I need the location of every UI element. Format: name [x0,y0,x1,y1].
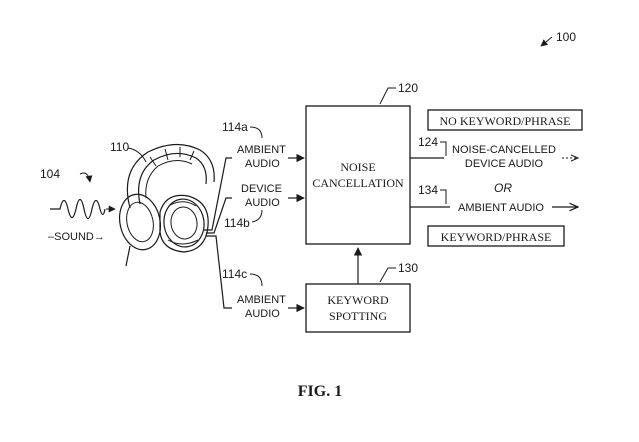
svg-text:114a: 114a [222,120,248,134]
or-label: OR [494,181,512,195]
svg-text:DEVICE: DEVICE [241,183,282,195]
svg-text:120: 120 [398,81,418,95]
svg-text:130: 130 [398,261,418,275]
no-keyword-phrase-label: NO KEYWORD/PHRASE [427,109,583,131]
figure-reference-100: 100 [540,30,576,47]
svg-text:114c: 114c [222,267,247,281]
svg-text:KEYWORD: KEYWORD [327,293,389,307]
svg-text:124: 124 [418,135,438,149]
svg-text:114b: 114b [224,216,250,230]
noise-cancellation-block: NOISE CANCELLATION 120 [305,81,418,245]
headphones-illustration: 110 [110,140,215,267]
keyword-spotting-block: KEYWORD SPOTTING 130 [305,247,418,333]
svg-text:AMBIENT: AMBIENT [237,294,286,306]
figure-caption: FIG. 1 [298,383,342,400]
svg-text:AUDIO: AUDIO [245,308,280,320]
headphones-connections [204,157,232,309]
input-device-audio-114b: DEVICE AUDIO 114b [224,183,305,230]
svg-text:CANCELLATION: CANCELLATION [312,176,404,190]
svg-text:NO KEYWORD/PHRASE: NO KEYWORD/PHRASE [439,114,570,128]
svg-text:NOISE: NOISE [340,160,375,174]
output-noise-cancelled-124: 124 NOISE-CANCELLED DEVICE AUDIO [410,135,578,170]
svg-text:134: 134 [418,183,438,197]
sound-wave: 104 –SOUND→ [40,167,116,243]
input-ambient-audio-114a: 114a AMBIENT AUDIO [222,120,305,170]
sound-label: –SOUND→ [48,231,105,243]
svg-text:100: 100 [556,30,576,44]
svg-text:KEYWORD/PHRASE: KEYWORD/PHRASE [441,230,552,244]
output-ambient-audio-134: 134 AMBIENT AUDIO [410,183,578,214]
svg-text:AUDIO: AUDIO [245,197,280,209]
svg-text:110: 110 [110,140,129,154]
input-ambient-audio-114c: 114c AMBIENT AUDIO [222,267,305,320]
keyword-phrase-label: KEYWORD/PHRASE [427,225,565,247]
svg-text:AMBIENT: AMBIENT [237,144,286,156]
svg-text:104: 104 [40,167,60,181]
svg-text:AMBIENT AUDIO: AMBIENT AUDIO [458,202,544,214]
svg-text:NOISE-CANCELLED: NOISE-CANCELLED [452,144,556,156]
svg-text:SPOTTING: SPOTTING [329,309,387,323]
svg-text:DEVICE AUDIO: DEVICE AUDIO [465,158,544,170]
svg-text:AUDIO: AUDIO [245,158,280,170]
